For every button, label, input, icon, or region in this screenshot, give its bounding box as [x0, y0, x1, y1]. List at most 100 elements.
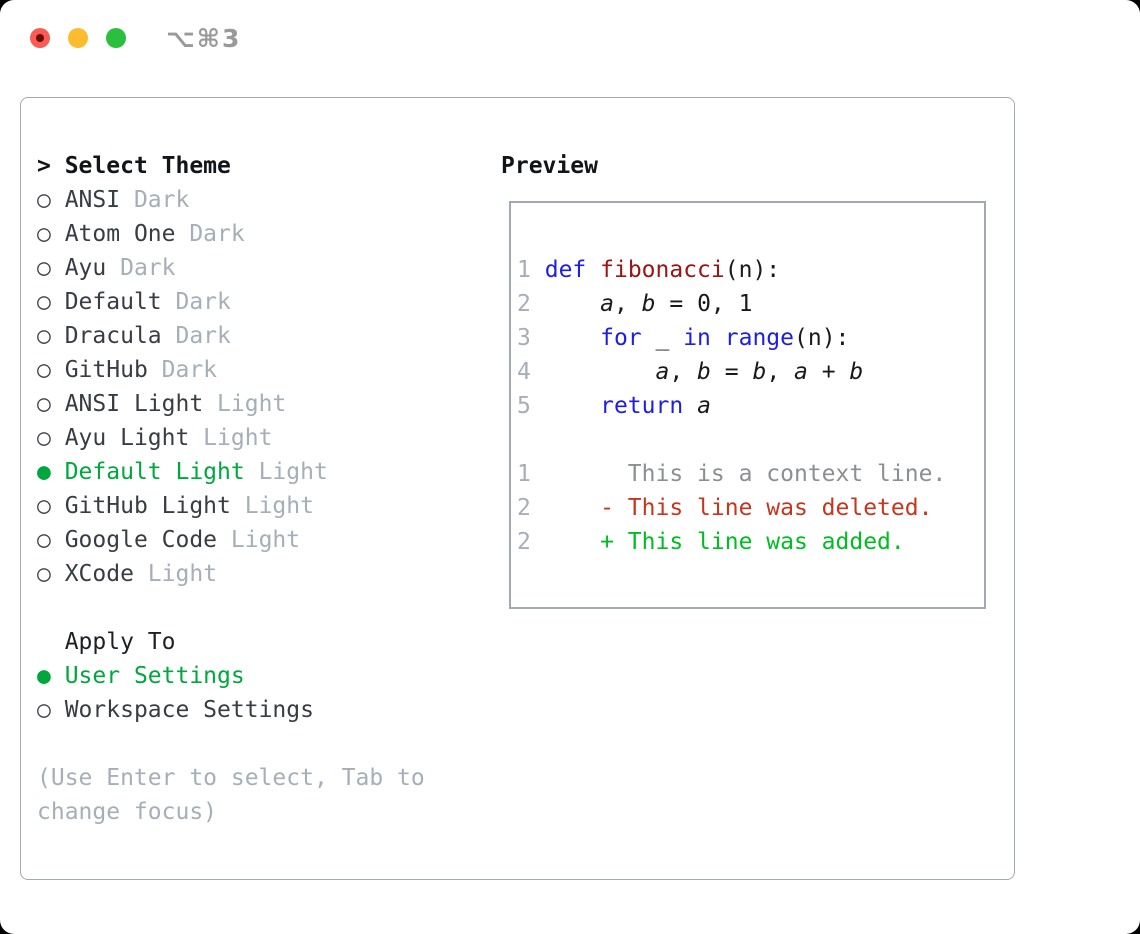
- option-variant-label: Light: [217, 527, 301, 553]
- preview-code-line: 2 + This line was added.: [517, 525, 984, 559]
- option-variant-label: Dark: [175, 221, 245, 247]
- radio-icon: ○: [37, 221, 65, 247]
- theme-option[interactable]: ○ Dracula Dark: [37, 319, 425, 353]
- code-token-ln: 1: [517, 257, 531, 283]
- theme-option[interactable]: ○ XCode Light: [37, 557, 425, 591]
- preview-code-line: 1 This is a context line.: [517, 457, 984, 491]
- code-token-pl: (n):: [724, 257, 781, 283]
- radio-icon: ○: [37, 255, 65, 281]
- option-label: Workspace Settings: [64, 697, 314, 723]
- theme-list: ○ ANSI Dark○ Atom One Dark○ Ayu Dark○ De…: [37, 183, 425, 591]
- option-label: GitHub Light: [64, 493, 231, 519]
- spacer-row: [37, 591, 425, 625]
- code-token-var: b: [641, 291, 656, 317]
- option-label: Dracula: [64, 323, 162, 349]
- option-variant-label: Light: [244, 459, 328, 485]
- code-token-pl: [531, 495, 600, 521]
- code-token-var: a: [600, 291, 614, 317]
- code-token-ln: 5: [517, 393, 531, 419]
- preview-code-line: 3 for _ in range(n):: [517, 321, 984, 355]
- option-variant-label: Light: [133, 561, 218, 587]
- option-label: ANSI Light: [64, 391, 204, 417]
- code-token-pl: [531, 257, 545, 283]
- code-token-var: b: [849, 359, 864, 385]
- code-token-pl: (n):: [794, 325, 850, 351]
- spacer-row: [37, 727, 425, 761]
- code-token-pl: ,: [613, 291, 642, 317]
- option-label: GitHub: [64, 357, 148, 383]
- apply-to-option[interactable]: ○ Workspace Settings: [37, 693, 425, 727]
- code-token-pl: [586, 257, 600, 283]
- code-token-var: a: [655, 359, 670, 385]
- option-variant-label: Light: [189, 425, 273, 451]
- code-token-ln: 3: [517, 325, 531, 351]
- option-label: Default Light: [64, 459, 245, 485]
- theme-option[interactable]: ○ Default Dark: [37, 285, 425, 319]
- code-token-pl: [531, 529, 600, 555]
- code-token-ln: 4: [517, 359, 531, 385]
- code-token-pl: _: [641, 325, 684, 351]
- help-hint-line-1: (Use Enter to select, Tab to: [37, 765, 425, 791]
- code-token-pl: ,: [766, 359, 795, 385]
- theme-option[interactable]: ○ ANSI Light Light: [37, 387, 425, 421]
- select-theme-header: > Select Theme: [37, 149, 425, 183]
- theme-option[interactable]: ● Default Light Light: [37, 455, 425, 489]
- close-button[interactable]: [30, 28, 50, 48]
- theme-selector-dialog: > Select Theme ○ ANSI Dark○ Atom One Dar…: [20, 97, 1015, 880]
- preview-code-line: 5 return a: [517, 389, 984, 423]
- zoom-button[interactable]: [106, 28, 126, 48]
- theme-option[interactable]: ○ Google Code Light: [37, 523, 425, 557]
- option-label: Ayu: [64, 255, 107, 281]
- theme-option[interactable]: ○ Atom One Dark: [37, 217, 425, 251]
- code-token-ln: 2: [517, 291, 531, 317]
- minimize-button[interactable]: [68, 28, 88, 48]
- window-title: ⌥⌘3: [166, 24, 242, 53]
- radio-icon: ○: [37, 561, 65, 587]
- focus-cursor: >: [37, 153, 65, 179]
- code-token-ln: 2: [517, 495, 531, 521]
- code-token-var: a: [697, 393, 711, 419]
- radio-icon: ○: [37, 323, 65, 349]
- preview-code-line: [517, 423, 984, 457]
- selected-radio-icon: ●: [37, 459, 65, 485]
- code-token-pl: [531, 325, 600, 351]
- radio-icon: ○: [37, 187, 65, 213]
- preview-code-line: 4 a, b = b, a + b: [517, 355, 984, 389]
- apply-to-option[interactable]: ● User Settings: [37, 659, 425, 693]
- apply-to-list: ● User Settings○ Workspace Settings: [37, 659, 425, 727]
- help-hint-line-2: change focus): [37, 799, 218, 825]
- preview-code-line: 2 - This line was deleted.: [517, 491, 984, 525]
- theme-option[interactable]: ○ ANSI Dark: [37, 183, 425, 217]
- radio-icon: ○: [37, 527, 65, 553]
- code-token-ctx: This is a context line.: [627, 461, 947, 487]
- code-token-var: b: [697, 359, 711, 385]
- code-token-kw: range: [724, 325, 795, 351]
- preview-code-line: 2 a, b = 0, 1: [517, 287, 984, 321]
- option-label: User Settings: [64, 663, 245, 689]
- option-label: Atom One: [64, 221, 176, 247]
- option-label: Ayu Light: [64, 425, 190, 451]
- code-token-pl: +: [807, 359, 850, 385]
- option-label: Default: [64, 289, 162, 315]
- code-token-pl: [531, 393, 600, 419]
- radio-icon: ○: [37, 357, 65, 383]
- code-token-kw: in: [683, 325, 711, 351]
- code-token-pl: = 0, 1: [655, 291, 753, 317]
- option-label: ANSI: [64, 187, 121, 213]
- select-theme-title: Select Theme: [64, 153, 231, 179]
- radio-icon: ○: [37, 697, 65, 723]
- apply-to-header: Apply To: [37, 629, 176, 655]
- radio-icon: ○: [37, 289, 65, 315]
- code-token-kw: for: [600, 325, 642, 351]
- theme-option[interactable]: ○ Ayu Dark: [37, 251, 425, 285]
- code-token-pl: [531, 291, 600, 317]
- theme-option[interactable]: ○ GitHub Dark: [37, 353, 425, 387]
- theme-option[interactable]: ○ Ayu Light Light: [37, 421, 425, 455]
- option-label: XCode: [64, 561, 134, 587]
- preview-code-line: [517, 219, 984, 253]
- code-token-ln: 2: [517, 529, 531, 555]
- theme-option[interactable]: ○ GitHub Light Light: [37, 489, 425, 523]
